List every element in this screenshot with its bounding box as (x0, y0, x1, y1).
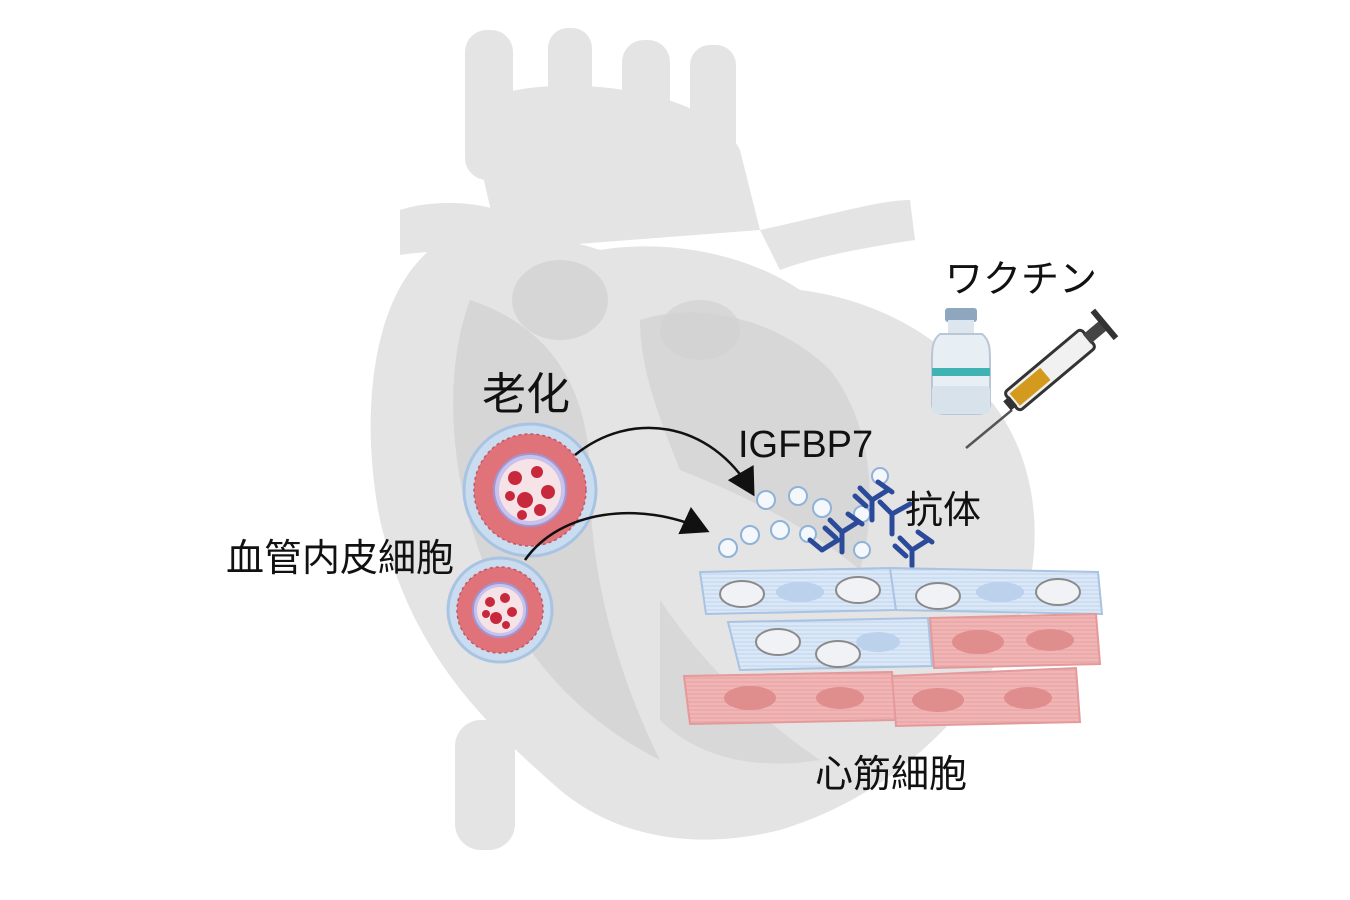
vaccine-vial-icon (931, 308, 991, 415)
label-antibody: 抗体 (905, 488, 982, 532)
antibody-icon (807, 479, 935, 569)
cardiomyocyte-healthy-row-2 (928, 612, 1102, 670)
blood-vessel-small (446, 556, 554, 664)
secretion-arrow-upper (574, 426, 755, 497)
cardiomyocyte-healthy-row-3 (682, 666, 1082, 728)
label-aging: 老化 (482, 369, 570, 420)
blood-vessel-large (462, 422, 598, 558)
cardiomyocyte-aged-row-2 (726, 616, 934, 672)
secretion-arrow-lower (523, 506, 710, 561)
label-vaccine: ワクチン (945, 257, 1098, 301)
igfbp7-particles (718, 467, 889, 559)
syringe-icon (965, 308, 1119, 449)
label-endothelial-cells: 血管内皮細胞 (226, 536, 455, 580)
label-cardiomyocytes: 心筋細胞 (815, 752, 968, 796)
label-igfbp7: IGFBP7 (738, 424, 874, 466)
heart-silhouette (370, 28, 1035, 850)
